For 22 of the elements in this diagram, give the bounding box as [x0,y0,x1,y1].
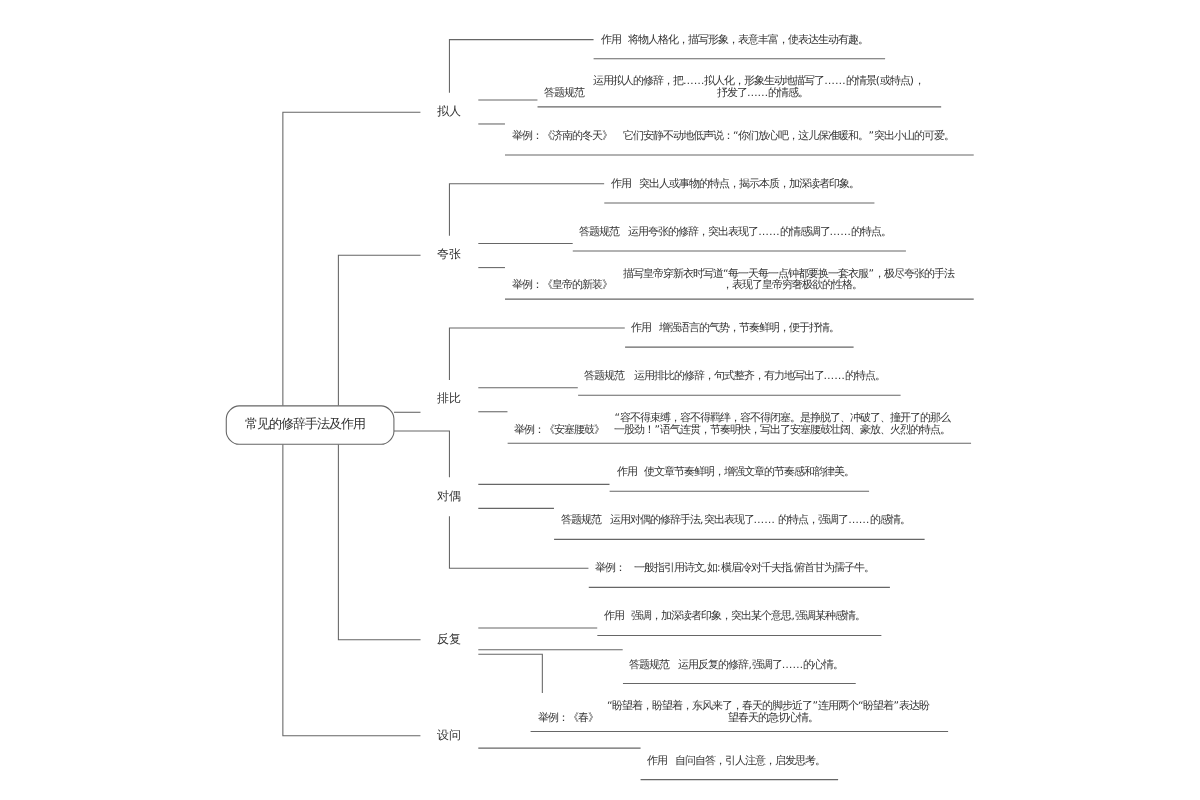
connector [448,183,605,237]
connector [477,649,624,651]
connector [477,483,611,485]
connector [393,411,422,413]
connector [477,653,543,694]
connector [337,254,422,407]
connector [477,267,506,269]
connector [477,627,598,629]
connector [448,515,589,569]
connector [477,99,538,101]
connector [393,430,450,478]
connector [448,39,595,94]
connector [477,411,508,413]
connector [448,327,626,381]
connector [477,123,506,125]
connector [477,747,642,749]
connector [477,243,574,245]
connector [477,387,579,389]
connector [337,444,422,641]
connector [477,507,555,509]
connector [282,444,421,737]
connector [282,111,421,407]
